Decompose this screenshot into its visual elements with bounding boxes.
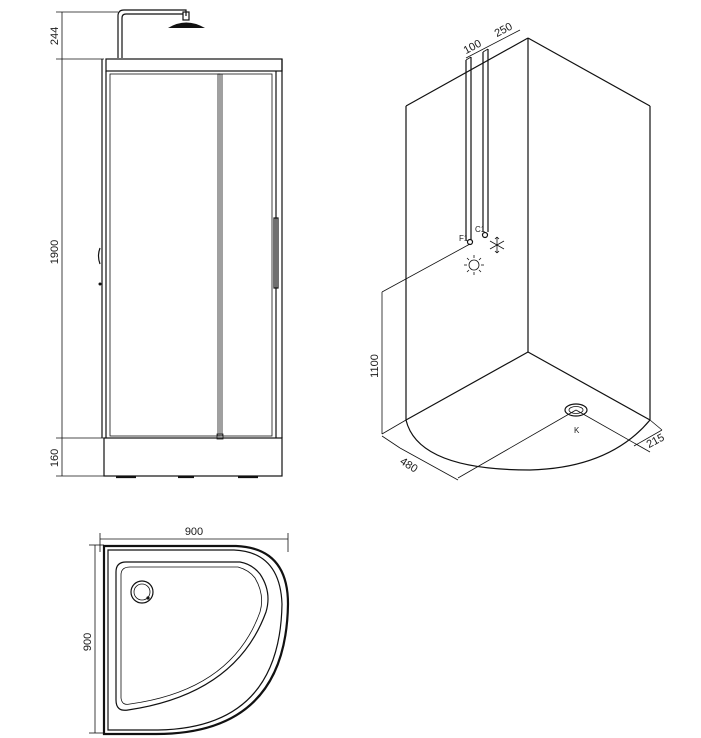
dim-tick-1100-bottom <box>381 419 407 435</box>
tray-arc <box>405 419 651 471</box>
plan-view: 900 900 <box>82 526 290 736</box>
dim-line-215 <box>633 429 663 447</box>
dim-label-depth: 900 <box>82 633 94 651</box>
tray-outline-rim <box>107 549 283 731</box>
cold-pipe-cap <box>482 48 489 53</box>
dim-line-480 <box>399 447 459 481</box>
side-knob-upper <box>97 247 101 265</box>
door-stopper <box>216 433 224 440</box>
hot-label: F1 <box>459 234 469 243</box>
shower-tray-base <box>103 437 283 477</box>
cold-label: C1 <box>475 225 486 234</box>
drain-side-leader <box>575 409 651 453</box>
tray-basin-outer <box>115 561 269 711</box>
drain-label: K <box>574 426 580 435</box>
dim-label-250: 250 <box>493 21 515 40</box>
dim-label-1900: 1900 <box>49 240 61 264</box>
shower-arm-pipe <box>117 9 187 58</box>
wall-top-left <box>405 37 529 107</box>
glass-panel-right <box>217 73 273 437</box>
cold-valve-point <box>481 231 489 239</box>
drain-outer <box>564 403 588 417</box>
isometric-view: 100 250 F1 C1 <box>369 21 667 481</box>
pipe-dim-line <box>465 29 521 59</box>
plan-drain-dot <box>146 596 150 600</box>
dim-label-480: 480 <box>398 456 420 476</box>
floor-left <box>405 351 529 421</box>
dim-label-244: 244 <box>49 27 61 45</box>
dim-label-160: 160 <box>49 449 61 467</box>
snowflake-icon <box>489 236 505 254</box>
drain-depth-leader <box>457 409 577 479</box>
shower-head <box>168 22 205 28</box>
sun-icon <box>464 255 484 275</box>
floor-right <box>527 351 651 421</box>
dim-label-width: 900 <box>185 526 203 538</box>
front-view: 244 1900 160 <box>49 9 283 479</box>
hot-valve-point <box>466 238 474 246</box>
dim-ext-480 <box>381 435 401 449</box>
plan-drain-inner <box>133 583 151 601</box>
valve-height-leader <box>381 243 471 293</box>
shower-head-joint <box>182 11 190 21</box>
shower-arm-pipe-inner <box>121 13 183 58</box>
glass-panel-left <box>109 73 221 437</box>
dim-label-215: 215 <box>645 432 667 451</box>
door-handle <box>273 217 279 289</box>
dim-ext-215 <box>649 419 663 431</box>
dim-label-100: 100 <box>462 38 484 57</box>
dim-label-1100: 1100 <box>369 354 381 378</box>
hot-pipe-cap <box>465 56 472 61</box>
tray-outline-outer <box>102 544 290 736</box>
cabin-roof <box>105 58 283 72</box>
side-knob-lower <box>98 282 102 286</box>
wall-top-right <box>527 37 651 107</box>
drain-inner <box>568 406 584 414</box>
tray-basin-inner <box>120 566 263 705</box>
plan-drain-outer <box>130 580 154 604</box>
